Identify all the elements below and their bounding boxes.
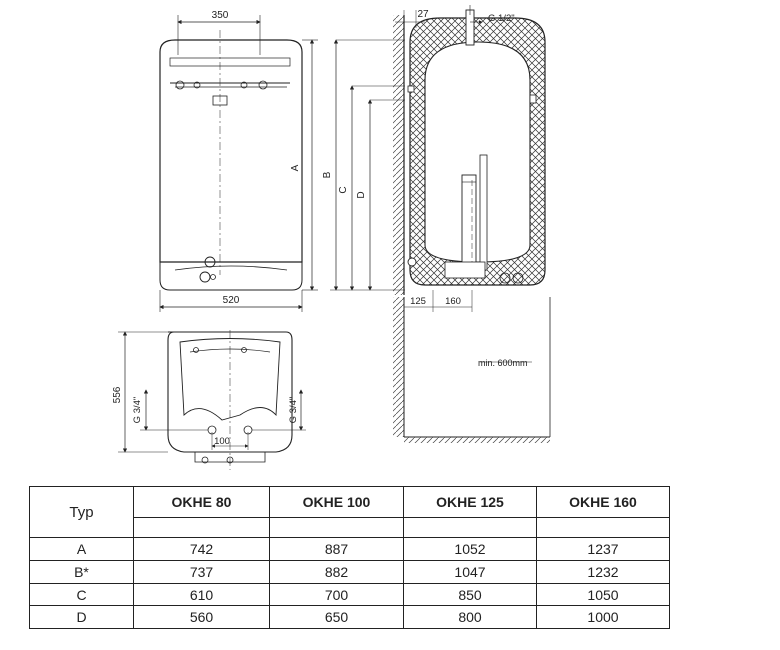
dim-pipe-spacing: 100 (214, 436, 230, 447)
technical-drawing: 350 A 520 (112, 5, 551, 470)
type-column-header: Typ (29, 485, 134, 539)
dim-floor-125: 125 (410, 296, 426, 307)
dim-width-top: 350 (212, 10, 229, 21)
table-cell: 1237 (536, 537, 670, 562)
table-header-row: Typ OKHE 80 OKHE 100 OKHE 125 OKHE 160 (29, 485, 670, 539)
table-row: B* 737 882 1047 1232 (29, 560, 670, 584)
row-label: B* (29, 560, 134, 584)
model-header: OKHE 125 (403, 486, 537, 518)
table-cell: 800 (403, 605, 537, 629)
table-cell: 737 (133, 560, 270, 584)
dim-thread-right: G 3/4" (288, 397, 299, 424)
table-cell: 650 (269, 605, 404, 629)
bottom-view (118, 330, 306, 470)
row-label: C (29, 582, 134, 607)
model-header: OKHE 160 (536, 486, 670, 518)
table-cell: 1047 (403, 560, 537, 584)
table-cell: 742 (133, 537, 270, 562)
empty-cell (269, 516, 404, 539)
dim-depth: 556 (112, 386, 123, 403)
table-cell: 887 (269, 537, 404, 562)
table-row: C 610 700 850 1050 (29, 582, 670, 607)
dim-wall-offset: 27 (417, 9, 429, 20)
row-label: A (29, 537, 134, 562)
empty-cell (536, 516, 670, 539)
row-label: D (29, 605, 134, 629)
table-cell: 1232 (536, 560, 670, 584)
empty-cell (133, 516, 270, 539)
table-cell: 560 (133, 605, 270, 629)
dim-floor-160: 160 (445, 296, 461, 307)
table-cell: 882 (269, 560, 404, 584)
table-cell: 700 (269, 582, 404, 607)
table-cell: 1050 (536, 582, 670, 607)
dim-a-label: A (290, 164, 301, 171)
table-cell: 610 (133, 582, 270, 607)
dim-d-label: D (356, 191, 367, 198)
model-header: OKHE 80 (133, 486, 270, 518)
dim-thread-left: G 3/4" (132, 397, 143, 424)
dim-width-front: 520 (223, 295, 240, 306)
table-subheader-row (30, 516, 670, 539)
dim-c-label: C (338, 186, 349, 193)
min-clearance-label: min. 600mm (478, 358, 528, 368)
table-row: D 560 650 800 1000 (29, 605, 670, 629)
dim-b-label: B (322, 171, 333, 178)
empty-cell (403, 516, 537, 539)
dimension-table: Typ OKHE 80 OKHE 100 OKHE 125 OKHE 160 A… (29, 485, 670, 629)
side-section-view (330, 5, 551, 443)
model-header: OKHE 100 (269, 486, 404, 518)
table-cell: 1052 (403, 537, 537, 562)
table-cell: 1000 (536, 605, 670, 629)
front-view (159, 15, 318, 312)
dim-top-thread: G 1/2" (488, 13, 515, 24)
table-row: A 742 887 1052 1237 (29, 537, 670, 562)
table-cell: 850 (403, 582, 537, 607)
